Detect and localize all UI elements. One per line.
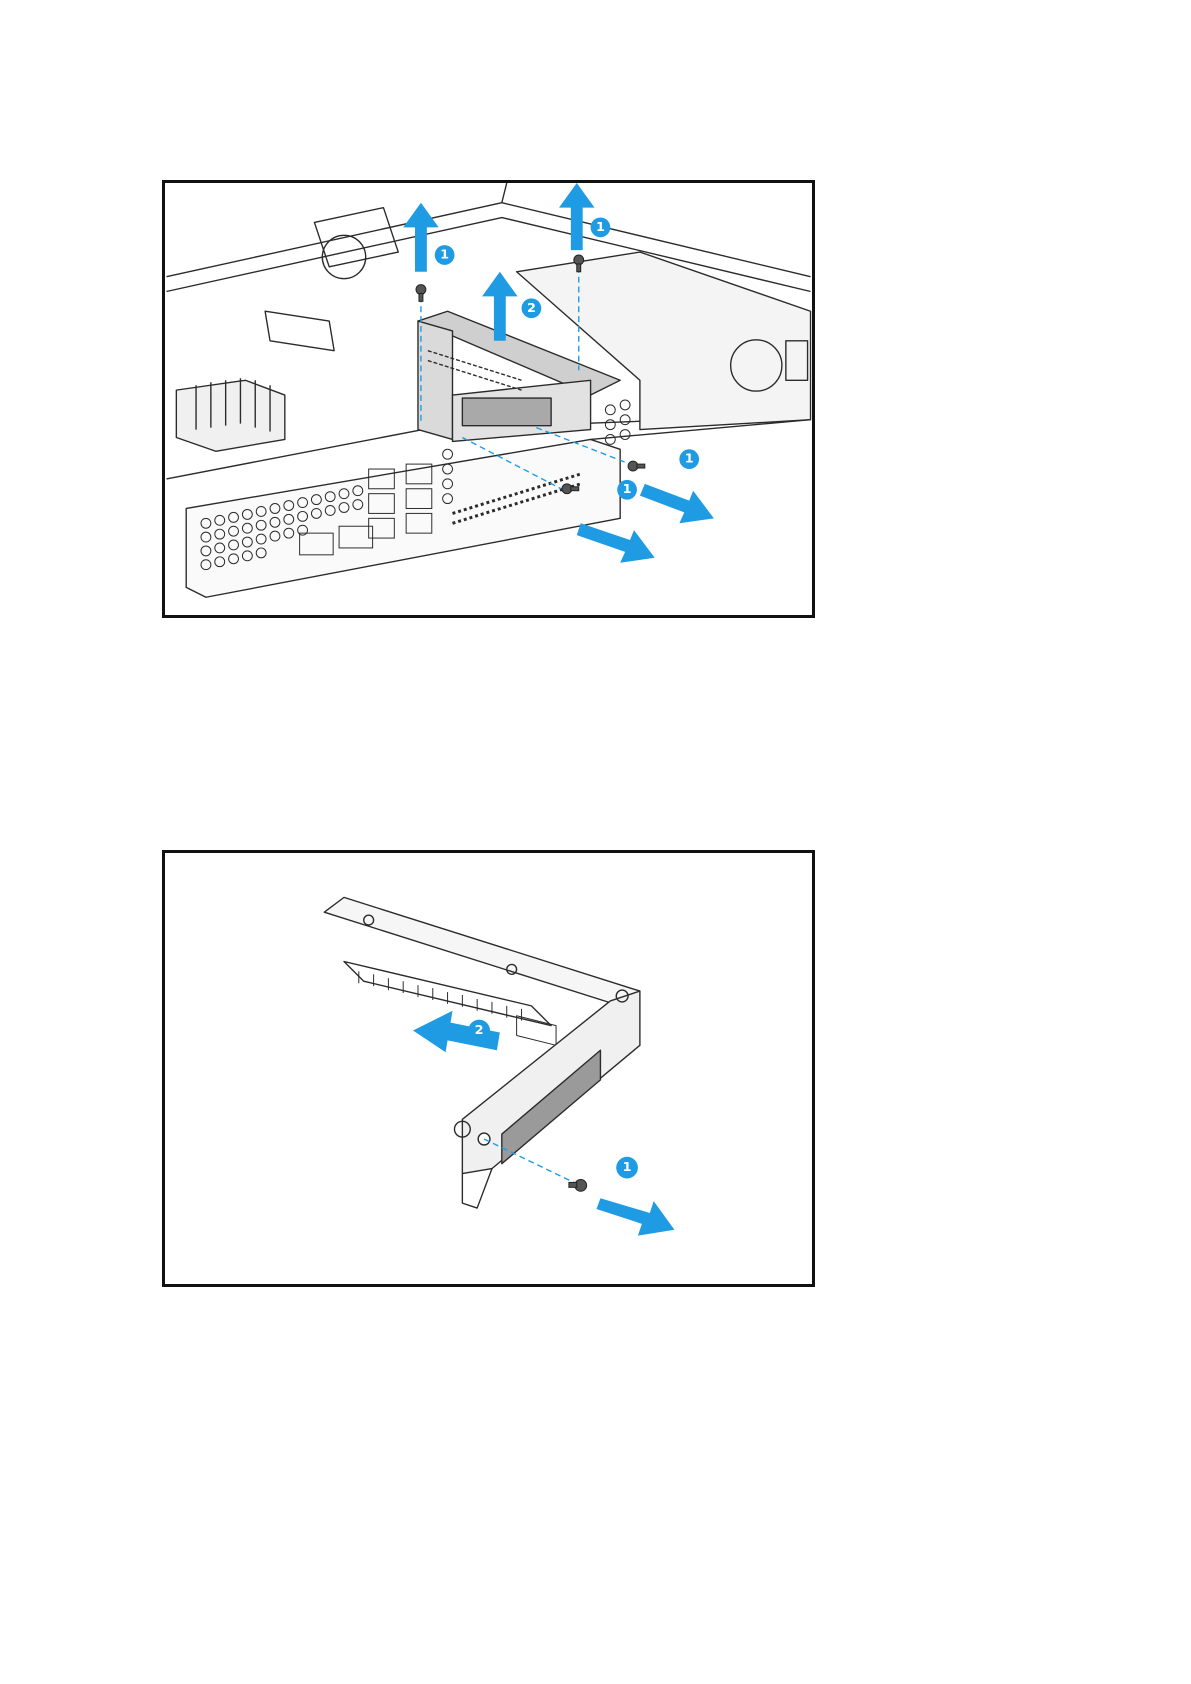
callout-label: 1 <box>596 220 605 235</box>
callout-label: 1 <box>685 452 694 467</box>
callout-label: 1 <box>623 1160 632 1175</box>
figure-2-illustration: 2 1 <box>165 853 812 1284</box>
callout-label: 2 <box>527 301 536 316</box>
callout-label: 1 <box>440 248 449 263</box>
figure-1-illustration: 1 1 2 1 1 <box>165 183 812 615</box>
callout-label: 1 <box>623 482 632 497</box>
figure-1-chassis-riser-removal: 1 1 2 1 1 <box>162 180 815 618</box>
callout-label: 2 <box>475 1023 484 1038</box>
figure-2-card-removal: 2 1 <box>162 850 815 1287</box>
